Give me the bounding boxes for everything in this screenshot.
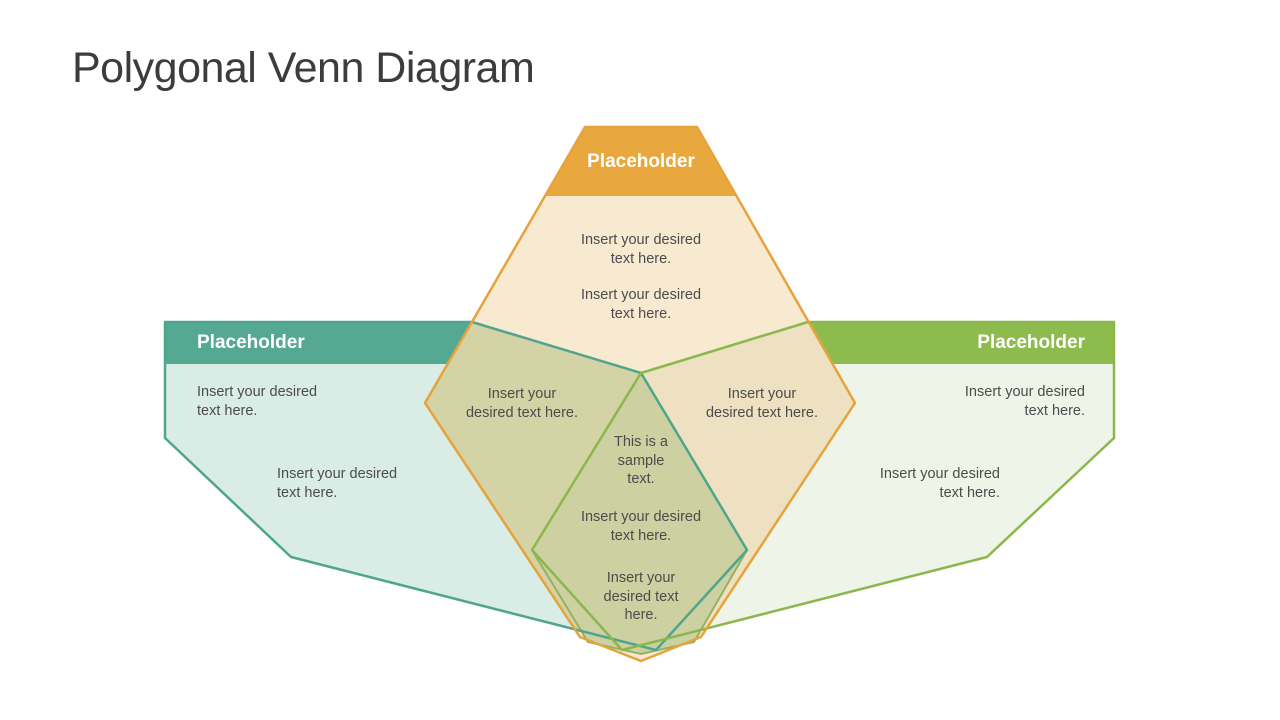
right-header-label: Placeholder [977, 332, 1085, 353]
left-polygon-outline [163, 320, 749, 652]
center-overlap-text-2: Insert your desired text here. [580, 509, 702, 544]
right-polygon-outline [530, 320, 1116, 652]
left-body-text-1: Insert your desired text here. [197, 384, 318, 419]
top-polygon-outline [423, 125, 857, 663]
right-body-text-1: Insert your desired text here. [964, 384, 1085, 419]
overlap-right-top-text: Insert your desired text here. [705, 386, 819, 421]
left-body-text-2: Insert your desired text here. [277, 466, 398, 501]
right-body-text-2: Insert your desired text here. [879, 466, 1000, 501]
top-body-text-1: Insert your desired text here. [580, 232, 702, 267]
slide-title: Polygonal Venn Diagram [72, 44, 535, 92]
top-header-label: Placeholder [587, 151, 695, 172]
left-header-label: Placeholder [197, 332, 305, 353]
center-overlap-text-1: This is a sample text. [614, 434, 668, 488]
center-overlap-text-3: Insert your desired text here. [603, 570, 679, 624]
overlap-left-top-text: Insert your desired text here. [465, 386, 579, 421]
top-body-text-2: Insert your desired text here. [580, 287, 702, 322]
